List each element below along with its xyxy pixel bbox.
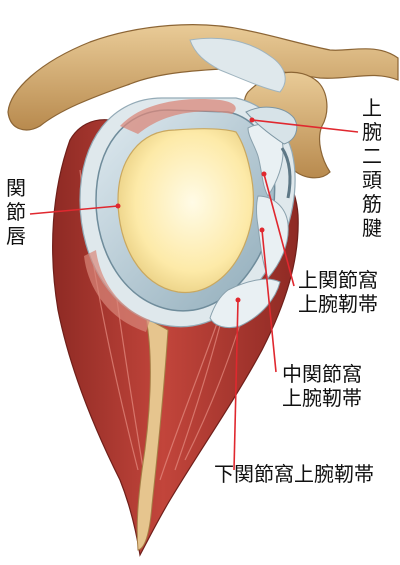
biceps-tendon-shape xyxy=(245,106,298,145)
label-biceps-tendon: 上腕二頭筋腱 xyxy=(362,96,382,240)
leader-middle-gh xyxy=(261,229,277,373)
tendon-stripe xyxy=(280,147,292,199)
label-inferior-gh-ligament: 下関節窩上腕靭帯 xyxy=(214,462,374,486)
glenoid-fossa xyxy=(117,128,254,294)
leader-labrum xyxy=(29,205,119,215)
leader-lines xyxy=(29,119,359,471)
label-glenoid-labrum: 関節唇 xyxy=(6,176,26,248)
label-middle-gh-ligament-line2: 上腕靭帯 xyxy=(282,386,362,410)
labrum-upper-tissue xyxy=(120,99,236,134)
leader-biceps xyxy=(251,119,359,133)
acromion-bone xyxy=(7,24,399,131)
label-superior-gh-ligament-line2: 上腕靭帯 xyxy=(298,292,378,316)
leader-dots xyxy=(115,117,267,303)
leader-inferior-gh xyxy=(233,299,239,471)
leader-superior-gh xyxy=(263,173,295,287)
label-middle-gh-ligament-line1: 中関節窩 xyxy=(282,362,362,386)
scapula-shaft xyxy=(136,317,169,551)
label-superior-gh-ligament-line1: 上関節窩 xyxy=(298,268,378,292)
coracoacromial-ligament xyxy=(189,37,286,93)
labrum-lower-tissue xyxy=(84,250,150,332)
